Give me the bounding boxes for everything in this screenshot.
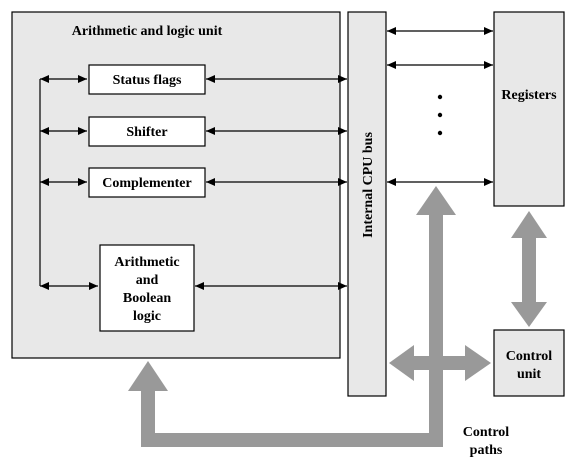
vertical-ellipsis-icon (437, 94, 443, 136)
complementer-box (88, 167, 206, 198)
control-paths (128, 186, 547, 447)
status-flags-box (88, 64, 206, 95)
alu-title: Arithmetic and logic unit (72, 24, 223, 39)
control-paths-label-line1: Control (463, 425, 510, 440)
arith-label-line4: logic (133, 309, 161, 324)
control-unit-label-line2: unit (517, 367, 541, 382)
control-unit-box (493, 329, 565, 397)
alu-bus-connections (195, 75, 347, 290)
internal-cpu-bus-label: Internal CPU bus (361, 132, 376, 238)
registers-box (493, 11, 565, 207)
shifter-label: Shifter (126, 125, 167, 140)
arith-boolean-logic-box (99, 244, 195, 332)
shifter-box (88, 116, 206, 147)
complementer-label: Complementer (102, 176, 191, 191)
bus-register-connections (387, 27, 493, 186)
registers-label: Registers (501, 88, 557, 103)
status-flags-label: Status flags (113, 73, 182, 88)
arith-label-line2: and (136, 273, 159, 288)
control-unit-label-line1: Control (506, 349, 553, 364)
alu-internal-wiring (39, 75, 98, 290)
arith-label-line3: Boolean (123, 291, 171, 306)
control-paths-label-line2: paths (470, 443, 503, 458)
arith-label-line1: Arithmetic (114, 255, 179, 270)
internal-cpu-bus (347, 11, 387, 397)
